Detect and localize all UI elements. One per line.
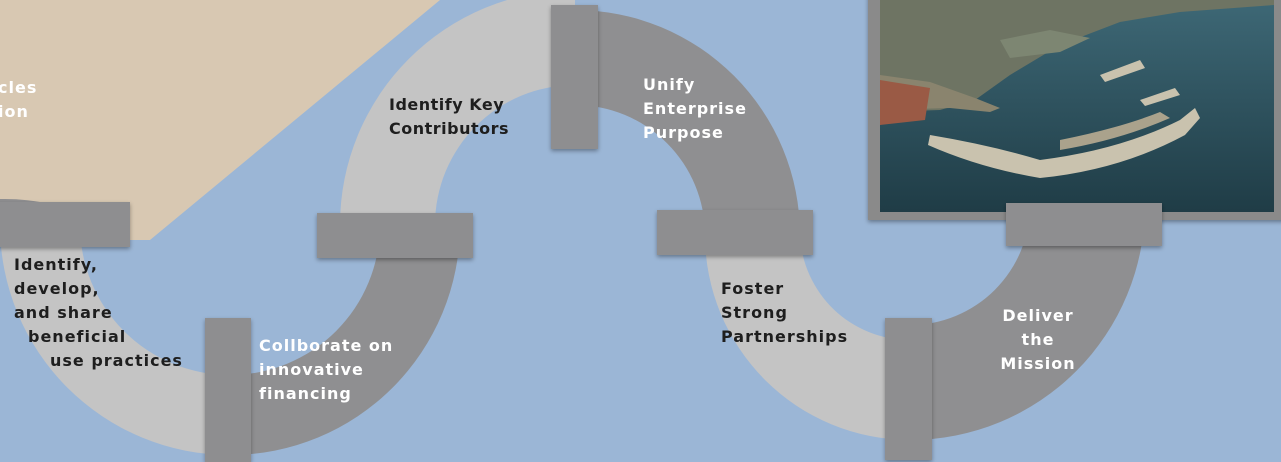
- step-label-line: the: [1021, 330, 1055, 349]
- step-label-3: Collborate on innovative financing: [259, 334, 393, 406]
- pipe-connectors: [0, 5, 1162, 462]
- connector-2: [205, 318, 251, 462]
- step-label-line: Identify,: [14, 255, 99, 274]
- step-label-line: cles: [0, 78, 38, 97]
- step-label-line: use practices: [50, 351, 183, 370]
- connector-1: [0, 202, 130, 247]
- step-label-line: ion: [0, 102, 29, 121]
- step-label-line: Foster: [721, 279, 785, 298]
- aerial-harbor-photo-icon: [868, 0, 1281, 220]
- step-label-line: Contributors: [389, 119, 510, 138]
- step-label-line: Strong: [721, 303, 788, 322]
- step-label-5: Unify Enterprise Purpose: [643, 73, 747, 145]
- step-label-line: innovative: [259, 360, 364, 379]
- step-label-4: Identify Key Contributors: [389, 93, 509, 141]
- step-label-line: Identify Key: [389, 95, 505, 114]
- pipe-segment-6: [705, 235, 910, 440]
- step-label-line: Purpose: [643, 123, 724, 142]
- connector-3: [317, 213, 473, 258]
- step-label-line: Collborate on: [259, 336, 394, 355]
- step-label-line: Partnerships: [721, 327, 849, 346]
- step-label-line: Enterprise: [643, 99, 747, 118]
- connector-6: [885, 318, 932, 460]
- connector-5: [657, 210, 813, 255]
- step-label-line: Mission: [1000, 354, 1076, 373]
- pipe-segment-4: [340, 0, 575, 225]
- pipe-segment-5: [575, 10, 800, 235]
- pipe-segment-3: [230, 225, 460, 455]
- step-label-1: cles ion: [0, 76, 37, 124]
- connector-4: [551, 5, 598, 149]
- pipe-segment-2: [0, 225, 230, 455]
- step-label-line: develop,: [14, 279, 100, 298]
- sand-background: [0, 0, 440, 240]
- connector-7: [1006, 203, 1162, 246]
- step-label-line: and share: [14, 303, 113, 322]
- step-label-line: Unify: [643, 75, 696, 94]
- step-label-6: Foster Strong Partnerships: [721, 277, 848, 349]
- step-label-line: beneficial: [28, 327, 127, 346]
- step-label-2: Identify, develop, and share beneficial …: [0, 253, 198, 373]
- pipe-segment-7: [910, 205, 1145, 440]
- step-label-line: financing: [259, 384, 352, 403]
- step-label-7: Deliver the Mission: [990, 304, 1086, 376]
- step-label-line: Deliver: [1002, 306, 1074, 325]
